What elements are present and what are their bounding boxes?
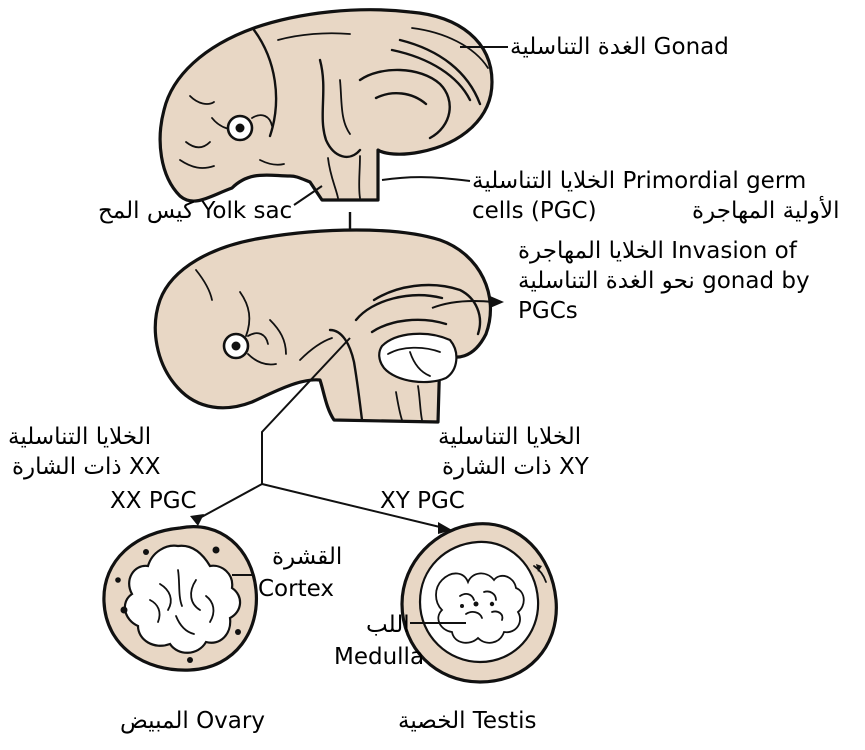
ovary-label: المبيض Ovary — [120, 707, 265, 735]
xx-label-line2: ذات الشارة XX — [12, 453, 161, 481]
cortex-label-ar: القشرة — [272, 543, 342, 571]
embryo-top — [160, 10, 492, 201]
invasion-label-line3: PGCs — [518, 297, 578, 325]
medulla-label-ar: اللب — [366, 611, 410, 639]
xx-label-line3: XX PGC — [110, 487, 197, 515]
testis — [402, 524, 556, 682]
xx-label-line1: الخلايا التناسلية — [8, 423, 151, 451]
xy-label-line1: الخلايا التناسلية — [438, 423, 581, 451]
pgc-label-line2-ar: الأولية المهاجرة — [692, 197, 839, 225]
invasion-label-line1: الخلايا المهاجرة Invasion of — [518, 237, 797, 265]
yolk-sac-label: كيس المح Yolk sac — [98, 197, 292, 225]
xy-label-line2: ذات الشارة XY — [442, 453, 589, 481]
medulla-label-en: Medulla — [334, 643, 424, 671]
ovary — [104, 527, 257, 670]
cortex-label-en: Cortex — [258, 575, 334, 603]
pgc-pointer — [382, 177, 470, 181]
pgc-label-line2-en: cells (PGC) — [472, 197, 597, 225]
embryo-bottom — [155, 230, 490, 422]
xy-label-line3: XY PGC — [380, 487, 465, 515]
testis-label: الخصية Testis — [398, 707, 536, 735]
pgc-label-line1: الخلايا التناسلية Primordial germ — [472, 167, 806, 195]
invasion-label-line2: نحو الغدة التناسلية gonad by — [518, 267, 810, 295]
gonad-label: الغدة التناسلية Gonad — [510, 33, 729, 61]
